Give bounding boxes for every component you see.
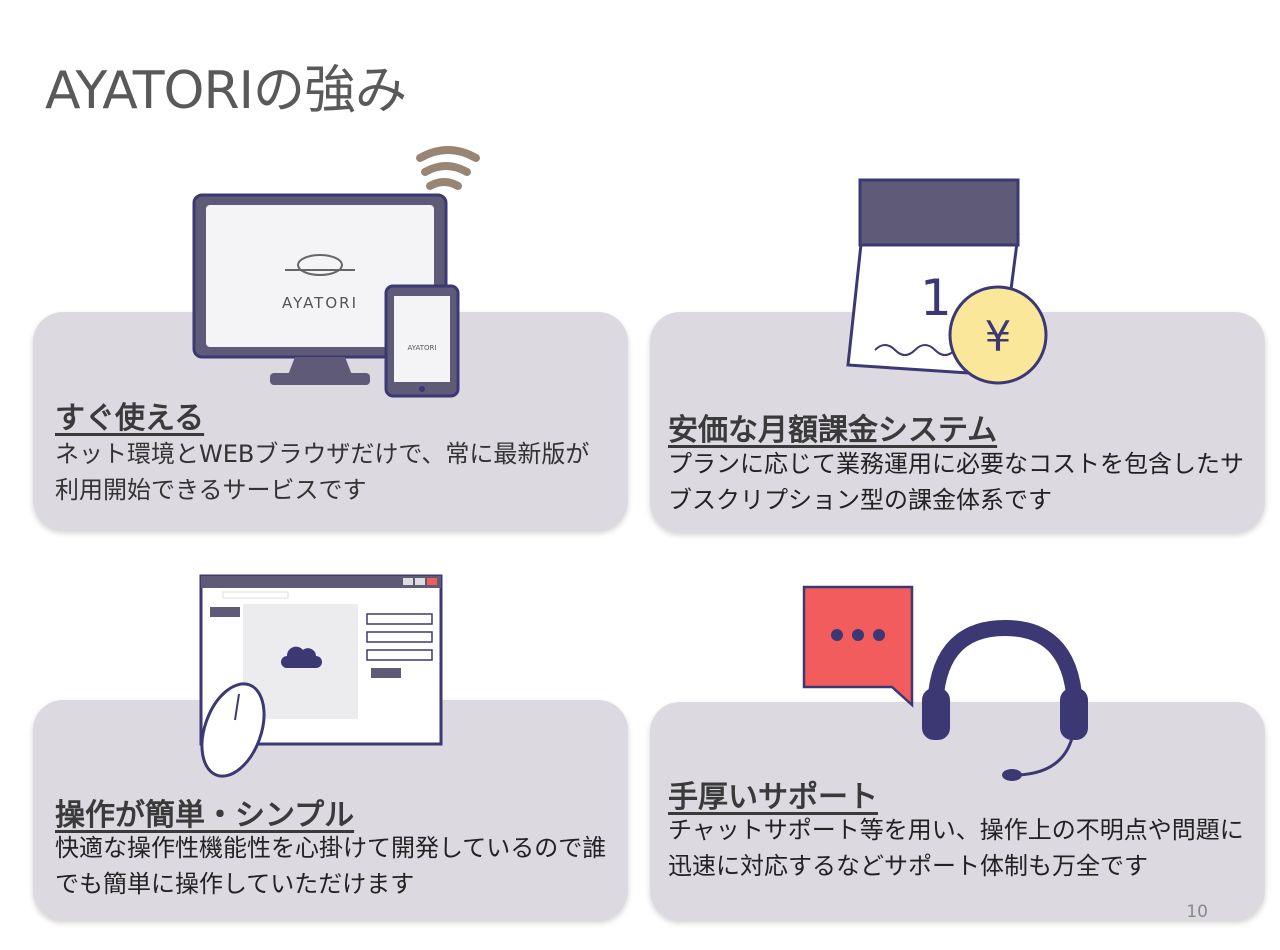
feature-heading: 操作が簡単・シンプル: [55, 798, 355, 833]
svg-text:1: 1: [920, 269, 952, 327]
wifi-icon: [416, 146, 480, 190]
calendar-yen-illustration: 1 ¥: [846, 178, 1048, 385]
feature-description: ネット環境とWEBブラウザだけで、常に最新版が利用開始できるサービスです: [55, 440, 590, 504]
chat-bubble-icon: [802, 585, 914, 708]
computer-tablet-illustration: AYATORI AYATORI: [192, 146, 480, 398]
feature-heading: すぐ使える: [55, 401, 205, 436]
feature-description: チャットサポート等を用い、操作上の不明点や問題に迅速に対応するなどサポート体制も…: [668, 816, 1244, 880]
slide-title: AYATORIの強み: [45, 61, 407, 121]
feature-card-support: [650, 702, 1265, 920]
svg-text:¥: ¥: [985, 312, 1012, 361]
svg-text:AYATORI: AYATORI: [408, 344, 437, 352]
headset-icon: [922, 619, 1088, 781]
page-number: 10: [1186, 902, 1208, 922]
feature-description: 快適な操作性機能性を心掛けて開発しているので誰でも簡単に操作していただけます: [55, 834, 607, 898]
feature-heading: 安価な月額課金システム: [668, 413, 998, 448]
browser-mouse-illustration: [199, 574, 443, 778]
svg-text:AYATORI: AYATORI: [282, 294, 358, 312]
feature-heading: 手厚いサポート: [668, 780, 878, 815]
feature-description: プランに応じて業務運用に必要なコストを包含したサブスクリプション型の課金体系です: [668, 450, 1244, 514]
chat-headset-illustration: [802, 585, 1088, 781]
